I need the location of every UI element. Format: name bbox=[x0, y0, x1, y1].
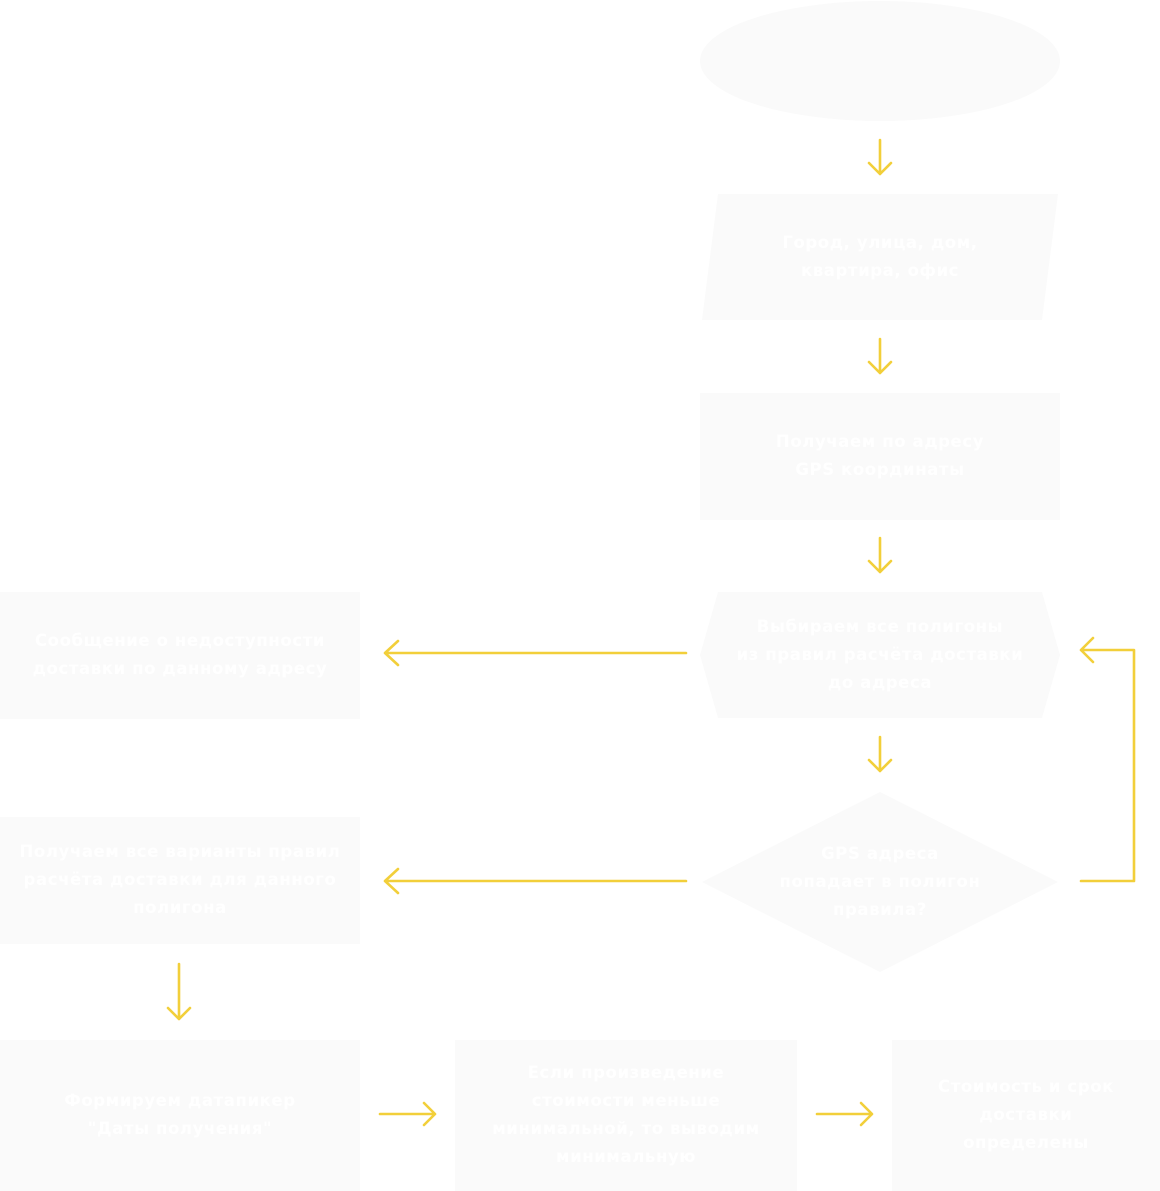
unavailable-message-label: Сообщение о недоступности доставки по да… bbox=[32, 631, 328, 678]
arrow-check-loop-back bbox=[1079, 636, 1136, 883]
get-rule-variants-label: Получаем все варианты правил расчёта дос… bbox=[19, 842, 341, 917]
start-label bbox=[720, 20, 1040, 102]
arrow-start-to-input bbox=[867, 138, 893, 176]
datepicker-box bbox=[0, 1040, 360, 1191]
start-terminator-shape bbox=[700, 1, 1060, 121]
arrow-polygons-to-check bbox=[867, 735, 893, 773]
in-polygon-check-diamond bbox=[702, 792, 1058, 972]
arrow-datepicker-to-minimum-cost bbox=[378, 1101, 437, 1127]
datepicker-label: Формируем датапикер "Даты получения" bbox=[64, 1091, 296, 1138]
arrow-check-to-rule-variants bbox=[383, 867, 688, 895]
arrow-gps-to-polygons bbox=[867, 536, 893, 574]
result-box bbox=[892, 1040, 1160, 1191]
result-label: Стоимость и срок доставки определены bbox=[938, 1077, 1114, 1152]
address-input-parallelogram bbox=[702, 194, 1058, 320]
arrow-minimum-cost-to-result bbox=[815, 1101, 874, 1127]
gps-lookup-box bbox=[700, 393, 1060, 520]
minimum-cost-box bbox=[455, 1040, 797, 1191]
arrow-polygons-to-unavailable bbox=[383, 639, 688, 667]
in-polygon-check-label: GPS адреса попадает в полигон правила? bbox=[779, 844, 981, 919]
unavailable-message-box bbox=[0, 592, 360, 719]
arrow-input-to-gps bbox=[867, 337, 893, 375]
get-rule-variants-box bbox=[0, 817, 360, 944]
gps-lookup-label: Получаем по адресу GPS координаты bbox=[775, 432, 985, 479]
arrow-rule-variants-to-datepicker bbox=[166, 962, 192, 1021]
minimum-cost-label: Если произведение стоимости меньше миним… bbox=[492, 1063, 760, 1166]
select-polygons-hexagon bbox=[700, 592, 1060, 718]
select-polygons-label: Выбираем все полигоны из правил расчёта … bbox=[736, 617, 1024, 692]
address-input-label: Город, улица, дом, квартира, офис bbox=[782, 233, 978, 280]
